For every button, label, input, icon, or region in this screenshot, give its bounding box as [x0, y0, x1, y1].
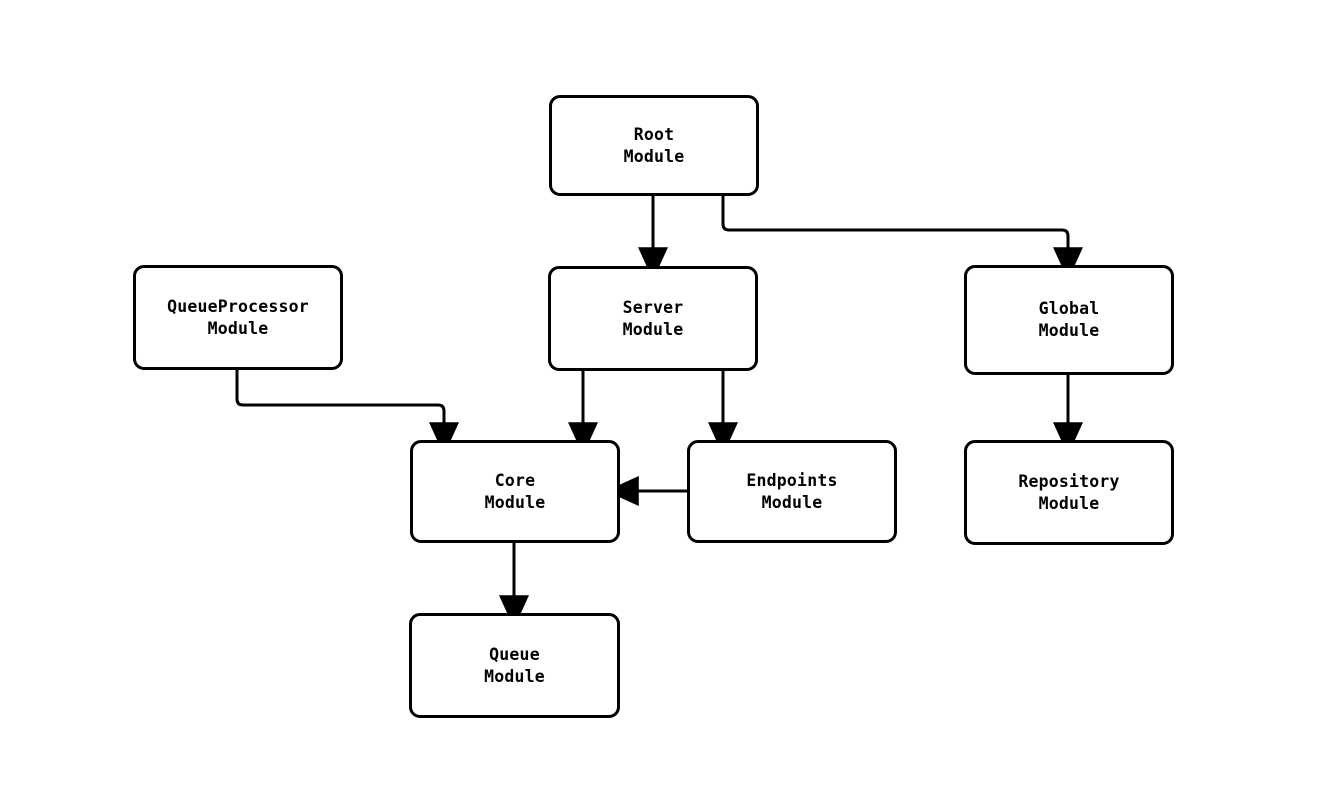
node-queueprocessor-module[interactable]: QueueProcessor Module	[133, 265, 343, 370]
edge-root-to-global	[721, 196, 1083, 281]
node-root-module-label: Root Module	[623, 124, 685, 166]
node-repository-module-label: Repository Module	[1018, 471, 1120, 513]
node-queue-module-label: Queue Module	[484, 644, 545, 686]
node-core-module-label: Core Module	[484, 470, 546, 512]
node-queueprocessor-module-label: QueueProcessor Module	[167, 296, 309, 338]
node-queue-module[interactable]: Queue Module	[409, 613, 620, 718]
node-root-module[interactable]: Root Module	[549, 95, 759, 196]
node-repository-module[interactable]: Repository Module	[964, 440, 1174, 545]
node-global-module[interactable]: Global Module	[964, 265, 1174, 375]
node-server-module[interactable]: Server Module	[548, 266, 758, 371]
node-global-module-label: Global Module	[1038, 299, 1100, 340]
node-endpoints-module[interactable]: Endpoints Module	[687, 440, 897, 543]
edge-queueprocessor-to-core	[235, 370, 459, 456]
node-endpoints-module-label: Endpoints Module	[746, 470, 838, 512]
node-core-module[interactable]: Core Module	[410, 440, 620, 543]
node-server-module-label: Server Module	[622, 297, 684, 339]
